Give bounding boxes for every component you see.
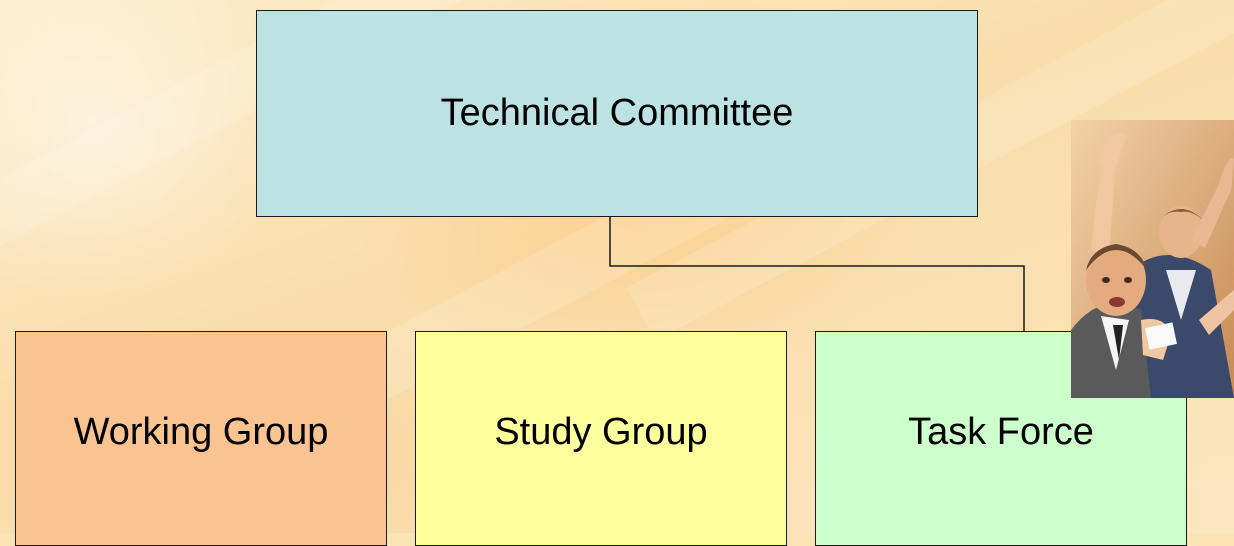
technical-committee-box: Technical Committee [256, 10, 978, 217]
working-group-label: Working Group [73, 411, 329, 453]
people-raising-hands-photo [1071, 120, 1234, 398]
working-group-box: Working Group [15, 331, 387, 546]
technical-committee-label: Technical Committee [440, 92, 794, 134]
org-connector-line [609, 217, 1025, 331]
study-group-box: Study Group [415, 331, 787, 546]
study-group-label: Study Group [494, 411, 708, 453]
task-force-label: Task Force [908, 411, 1094, 453]
